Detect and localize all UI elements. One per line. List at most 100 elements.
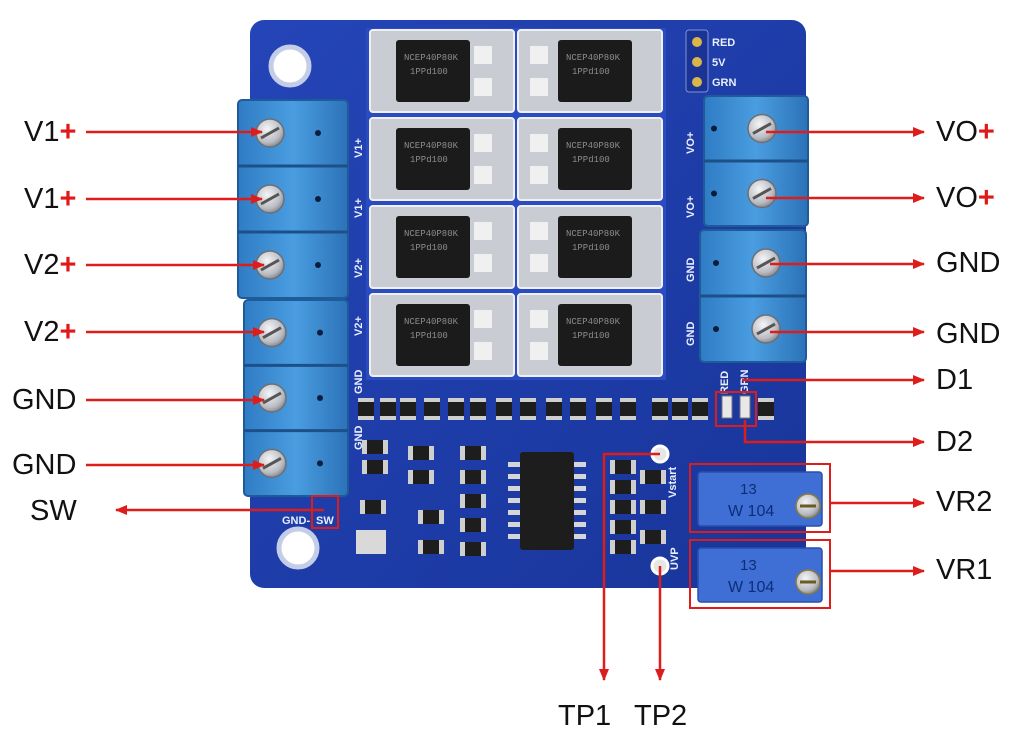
mosfet-4-marking-1: NCEP40P80K xyxy=(566,141,621,151)
led-highlight-box xyxy=(715,391,757,427)
mosfet-6-marking-2: 1PPd100 xyxy=(572,243,610,253)
switch-pad xyxy=(356,530,386,554)
vr1-potentiometer-marking-1: 13 xyxy=(740,557,757,574)
vr2-potentiometer-highlight-box xyxy=(689,463,831,533)
lower-smd-13 xyxy=(610,480,636,494)
lower-smd-12 xyxy=(610,460,636,474)
mosfet-4-marking-2: 1PPd100 xyxy=(572,155,610,165)
pin-header: RED 5V GRN xyxy=(685,29,737,93)
vr2-potentiometer: 13 W 104 xyxy=(689,463,831,533)
vr2-potentiometer-marking-1: 13 xyxy=(740,481,757,498)
label-gnd-left-2: GND xyxy=(12,449,77,481)
lower-smd-4 xyxy=(408,470,434,484)
label-v1-plus-1: V1+ xyxy=(24,116,77,148)
label-vo-plus-2: VO+ xyxy=(936,182,995,214)
label-sw: SW xyxy=(30,495,77,527)
label-vr1: VR1 xyxy=(936,554,993,586)
right-terminal-gnd xyxy=(699,229,807,363)
mosfet-7-marking-2: 1PPd100 xyxy=(410,331,448,341)
lower-smd-3 xyxy=(408,446,434,460)
smd-13 xyxy=(652,398,668,420)
mosfet-7: NCEP40P80K 1PPd100 xyxy=(369,293,515,377)
mosfet-3-marking-1: NCEP40P80K xyxy=(404,141,459,151)
silk-gnd: GND- xyxy=(282,515,310,527)
mounting-hole-bottom-left xyxy=(276,526,320,570)
smd-16 xyxy=(758,398,774,420)
smd-resistor-row xyxy=(358,398,774,420)
label-gnd-right-2: GND xyxy=(936,318,1001,350)
silk-right-3: GND xyxy=(685,258,697,283)
lower-smd-1 xyxy=(362,440,388,454)
label-vo-plus-1: VO+ xyxy=(936,116,995,148)
controller-ic xyxy=(508,452,586,550)
label-vr2: VR2 xyxy=(936,486,993,518)
lower-smd-10 xyxy=(460,518,486,532)
vr1-potentiometer-marking-2: W 104 xyxy=(728,579,774,596)
silk-left-1: V1+ xyxy=(353,138,365,158)
smd-2 xyxy=(380,398,396,420)
label-v2-plus-1: V2+ xyxy=(24,249,77,281)
lower-smd-18 xyxy=(640,500,666,514)
mosfet-7-marking-1: NCEP40P80K xyxy=(404,317,459,327)
vr2-potentiometer-marking-2: W 104 xyxy=(728,503,774,520)
silk-left-2: V1+ xyxy=(353,198,365,218)
lower-smd-9 xyxy=(460,494,486,508)
label-d2: D2 xyxy=(936,426,974,458)
annotation-arrows xyxy=(86,127,925,681)
lower-smd-5 xyxy=(418,510,444,524)
lower-smd-components xyxy=(356,440,666,556)
lower-smd-7 xyxy=(460,446,486,460)
vr1-potentiometer-body xyxy=(697,547,823,603)
mosfet-5-marking-1: NCEP40P80K xyxy=(404,229,459,239)
left-terminal-lower xyxy=(243,299,349,497)
silk-left-4: V2+ xyxy=(353,316,365,336)
mosfet-5-marking-2: 1PPd100 xyxy=(410,243,448,253)
lower-smd-19 xyxy=(640,530,666,544)
silk-left-5: GND xyxy=(353,370,365,395)
lower-smd-6 xyxy=(418,540,444,554)
smd-1 xyxy=(358,398,374,420)
smd-11 xyxy=(596,398,612,420)
lower-smd-8 xyxy=(460,470,486,484)
potentiometers: 13 W 104 13 W 104 xyxy=(689,463,831,609)
lower-smd-14 xyxy=(610,500,636,514)
smd-6 xyxy=(470,398,486,420)
smd-4 xyxy=(424,398,440,420)
smd-15 xyxy=(692,398,708,420)
silk-right-2: VO+ xyxy=(685,196,697,218)
lower-smd-11 xyxy=(460,542,486,556)
smd-10 xyxy=(570,398,586,420)
smd-5 xyxy=(448,398,464,420)
label-gnd-left-1: GND xyxy=(12,384,77,416)
label-gnd-right-1: GND xyxy=(936,247,1001,279)
lower-smd-20 xyxy=(360,500,386,514)
label-v2-plus-2: V2+ xyxy=(24,316,77,348)
smd-12 xyxy=(620,398,636,420)
mosfet-2-marking-1: NCEP40P80K xyxy=(566,53,621,63)
arrow-d2 xyxy=(743,420,925,447)
label-d1: D1 xyxy=(936,364,974,396)
header-label-grn: GRN xyxy=(712,77,737,89)
lower-smd-2 xyxy=(362,460,388,474)
lower-smd-17 xyxy=(640,470,666,484)
mosfet-6: NCEP40P80K 1PPd100 xyxy=(517,205,663,289)
silk-right-1: VO+ xyxy=(685,132,697,154)
sw-highlight-box xyxy=(311,495,339,529)
vr1-potentiometer: 13 W 104 xyxy=(689,539,831,609)
smd-14 xyxy=(672,398,688,420)
mosfet-1-marking-1: NCEP40P80K xyxy=(404,53,459,63)
label-tp1: TP1 xyxy=(558,700,612,732)
smd-3 xyxy=(400,398,416,420)
mosfet-6-marking-1: NCEP40P80K xyxy=(566,229,621,239)
mosfet-4: NCEP40P80K 1PPd100 xyxy=(517,117,663,201)
label-tp2: TP2 xyxy=(634,700,688,732)
label-v1-plus-2: V1+ xyxy=(24,183,77,215)
mosfet-5: NCEP40P80K 1PPd100 xyxy=(369,205,515,289)
